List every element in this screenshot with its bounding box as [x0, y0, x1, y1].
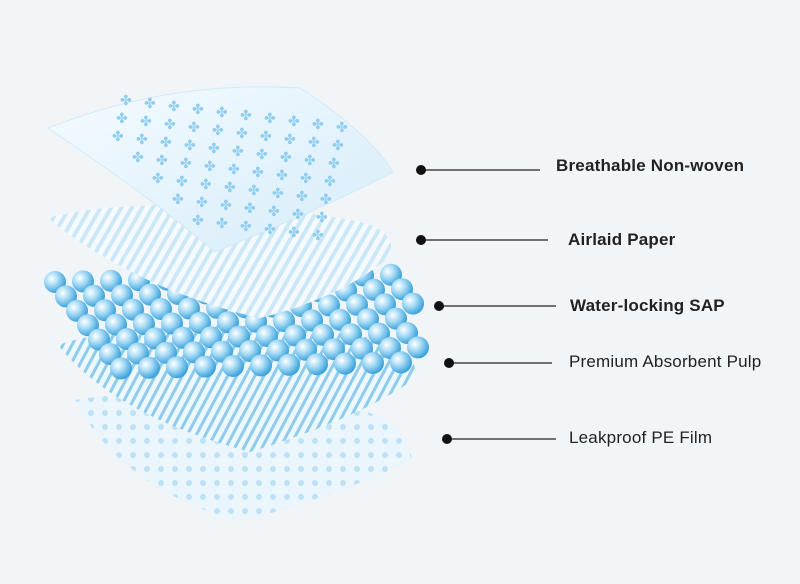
sap-bead: [362, 352, 384, 374]
non-woven-cross-mark: ✤: [160, 135, 172, 151]
label-water-locking-sap: Water-locking SAP: [570, 296, 725, 315]
non-woven-cross-mark: ✤: [292, 207, 304, 223]
sap-bead: [222, 355, 244, 377]
non-woven-cross-mark: ✤: [188, 120, 200, 136]
non-woven-cross-mark: ✤: [336, 120, 348, 136]
non-woven-cross-mark: ✤: [136, 132, 148, 148]
non-woven-cross-mark: ✤: [260, 129, 272, 145]
non-woven-cross-mark: ✤: [228, 162, 240, 178]
non-woven-cross-mark: ✤: [120, 93, 132, 109]
sap-bead: [306, 353, 328, 376]
non-woven-cross-mark: ✤: [256, 147, 268, 163]
non-woven-cross-mark: ✤: [208, 141, 220, 157]
non-woven-cross-mark: ✤: [244, 201, 256, 217]
label-airlaid-paper: Airlaid Paper: [568, 230, 676, 249]
non-woven-cross-mark: ✤: [116, 111, 128, 127]
sap-bead: [250, 354, 272, 377]
non-woven-cross-mark: ✤: [304, 153, 316, 169]
sap-bead: [138, 356, 160, 379]
non-woven-cross-mark: ✤: [268, 204, 280, 220]
non-woven-cross-mark: ✤: [152, 171, 164, 187]
non-woven-cross-mark: ✤: [316, 210, 328, 226]
non-woven-cross-mark: ✤: [216, 105, 228, 121]
non-woven-cross-mark: ✤: [312, 228, 324, 244]
non-woven-cross-mark: ✤: [240, 219, 252, 235]
non-woven-cross-mark: ✤: [248, 183, 260, 199]
non-woven-cross-mark: ✤: [312, 117, 324, 133]
non-woven-cross-mark: ✤: [296, 189, 308, 205]
non-woven-cross-mark: ✤: [328, 156, 340, 172]
non-woven-cross-mark: ✤: [196, 195, 208, 211]
leader-dot-4: [444, 358, 454, 368]
non-woven-cross-mark: ✤: [164, 117, 176, 133]
non-woven-cross-mark: ✤: [252, 165, 264, 181]
non-woven-cross-mark: ✤: [332, 138, 344, 154]
non-woven-cross-mark: ✤: [320, 192, 332, 208]
non-woven-cross-mark: ✤: [200, 177, 212, 193]
sap-bead: [402, 292, 424, 315]
non-woven-cross-mark: ✤: [300, 171, 312, 187]
non-woven-cross-mark: ✤: [220, 198, 232, 214]
leader-dot-1: [416, 165, 426, 175]
non-woven-cross-mark: ✤: [284, 132, 296, 148]
non-woven-cross-mark: ✤: [240, 108, 252, 124]
non-woven-cross-mark: ✤: [288, 225, 300, 241]
sap-bead: [390, 351, 412, 374]
non-woven-cross-mark: ✤: [236, 126, 248, 142]
non-woven-cross-mark: ✤: [280, 150, 292, 166]
sap-bead: [407, 336, 429, 359]
non-woven-cross-mark: ✤: [132, 150, 144, 166]
non-woven-cross-mark: ✤: [272, 186, 284, 202]
non-woven-cross-mark: ✤: [308, 135, 320, 151]
sap-bead: [166, 356, 188, 379]
airlaid-paper-layer: [48, 204, 392, 318]
non-woven-cross-mark: ✤: [112, 129, 124, 145]
non-woven-cross-mark: ✤: [184, 138, 196, 154]
non-woven-cross-mark: ✤: [144, 96, 156, 112]
non-woven-cross-mark: ✤: [212, 123, 224, 139]
pe-film-layer: [75, 393, 412, 522]
non-woven-cross-mark: ✤: [264, 222, 276, 238]
non-woven-layer: ✤ ✤ ✤ ✤ ✤ ✤ ✤ ✤ ✤ ✤ ✤ ✤ ✤ ✤ ✤ ✤ ✤ ✤ ✤ ✤ ✤ ✤ ✤ ✤ ✤ ✤ ✤ ✤ ✤ ✤ ✤ ✤ ✤ ✤ ✤ ✤ ✤ ✤ ✤ ✤…: [46, 86, 394, 253]
non-woven-cross-mark: ✤: [288, 114, 300, 130]
non-woven-cross-mark: ✤: [276, 168, 288, 184]
non-woven-cross-mark: ✤: [140, 114, 152, 130]
non-woven-cross-mark: ✤: [232, 144, 244, 160]
non-woven-cross-mark: ✤: [324, 174, 336, 190]
non-woven-cross-mark: ✤: [264, 111, 276, 127]
leader-dot-5: [442, 434, 452, 444]
non-woven-cross-mark: ✤: [176, 174, 188, 190]
leader-dot-3: [434, 301, 444, 311]
label-breathable-non-woven: Breathable Non-woven: [556, 156, 745, 175]
leader-dots: [416, 165, 454, 444]
sap-bead: [194, 355, 216, 378]
non-woven-cross-mark: ✤: [204, 159, 216, 175]
label-premium-absorbent-pulp: Premium Absorbent Pulp: [569, 352, 762, 371]
sap-bead: [334, 352, 356, 375]
leader-dot-2: [416, 235, 426, 245]
non-woven-cross-mark: ✤: [224, 180, 236, 196]
non-woven-cross-mark: ✤: [192, 102, 204, 118]
non-woven-cross-mark: ✤: [172, 192, 184, 208]
non-woven-cross-mark: ✤: [180, 156, 192, 172]
non-woven-cross-mark: ✤: [192, 213, 204, 229]
sap-bead: [278, 353, 300, 376]
non-woven-cross-mark: ✤: [156, 153, 168, 169]
non-woven-cross-mark: ✤: [216, 216, 228, 232]
non-woven-cross-mark: ✤: [168, 99, 180, 115]
sap-bead: [110, 357, 132, 380]
label-leakproof-pe-film: Leakproof PE Film: [569, 428, 713, 447]
leader-lines: [421, 169, 556, 440]
